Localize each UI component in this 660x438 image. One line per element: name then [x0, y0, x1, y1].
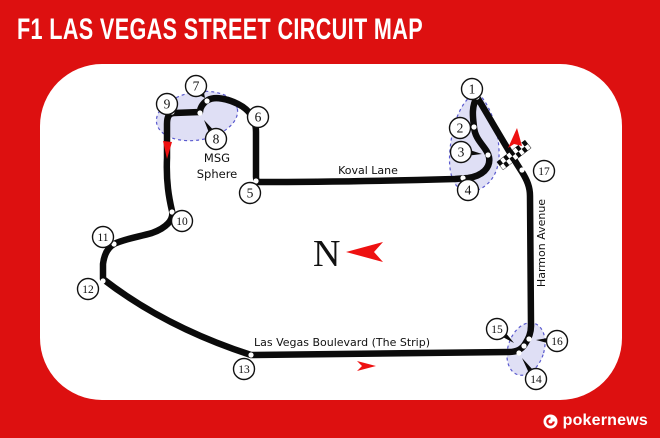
corner-apex-dot [521, 343, 527, 349]
corner-apex-dot [204, 98, 210, 104]
corner-number-label: 7 [193, 79, 200, 94]
corner-marker-3: 3 [449, 140, 491, 164]
corner-number-label: 15 [491, 324, 503, 336]
corner-marker-4: 4 [456, 175, 480, 202]
corner-apex-dot [100, 278, 106, 284]
corner-number-circle [524, 367, 548, 391]
corner-marker-16: 16 [526, 329, 569, 353]
corner-number-circle [448, 116, 472, 140]
corner-number-circle [246, 105, 270, 129]
corner-number-circle [238, 181, 262, 205]
corner-marker-6: 6 [246, 105, 270, 129]
corner-number-label: 10 [176, 216, 188, 228]
corner-leader-icon [204, 120, 213, 132]
landmark-msg-sphere-line1: MSG [204, 151, 230, 165]
page-title: F1 LAS VEGAS STREET CIRCUIT MAP [17, 13, 424, 46]
corner-number-label: 2 [457, 121, 464, 136]
brand-logo-text: pokernews [562, 412, 648, 429]
corner-marker-9: 9 [155, 92, 179, 116]
corner-marker-8: 8 [197, 110, 228, 151]
corner-number-circle [532, 159, 556, 183]
corner-apex-dot [253, 178, 259, 184]
corner-number-label: 12 [82, 284, 94, 296]
corner-marker-1: 1 [460, 77, 484, 101]
corner-number-circle [460, 77, 484, 101]
compass-arrow-icon [346, 242, 383, 262]
corner-number-label: 4 [465, 183, 472, 198]
corner-apex-dot [460, 175, 466, 181]
corner-marker-17: 17 [519, 159, 556, 183]
corner-marker-13: 13 [232, 352, 256, 381]
corner-apex-dot [526, 336, 532, 342]
street-label-strip: Las Vegas Boulevard (The Strip) [254, 336, 430, 349]
corner-apex-dot [111, 241, 117, 247]
corner-apex-dot [519, 167, 525, 173]
corner-leader-icon [536, 338, 548, 343]
corner-number-label: 5 [247, 186, 254, 201]
corner-apex-dot [516, 350, 522, 356]
brand-logo: pokernews [543, 412, 648, 430]
corner-number-label: 9 [164, 97, 171, 112]
start-finish-flag-icon [496, 139, 532, 171]
landmark-msg-sphere-line2: Sphere [197, 167, 238, 181]
direction-arrow-start-icon [508, 128, 522, 148]
corner-marker-2: 2 [448, 116, 477, 140]
corner-number-label: 11 [97, 232, 108, 244]
corner-number-label: 17 [538, 166, 550, 178]
corner-apex-dot [197, 110, 203, 116]
corner-number-label: 6 [255, 110, 262, 125]
corner-marker-12: 12 [76, 277, 106, 301]
direction-arrow-down-icon [163, 141, 172, 159]
corner-leader-icon [503, 333, 514, 343]
corner-apex-dot [485, 152, 491, 158]
corner-apex-dot [169, 209, 175, 215]
corner-number-circle [449, 140, 473, 164]
corner-number-label: 8 [213, 132, 220, 147]
corner-number-circle [545, 329, 569, 353]
corner-number-label: 1 [469, 82, 476, 97]
corner-number-circle [76, 277, 100, 301]
direction-arrow-right-icon [357, 361, 376, 371]
corner-number-label: 14 [530, 374, 542, 386]
corner-marker-11: 11 [91, 225, 117, 249]
zone-turns-14-16 [506, 322, 546, 376]
corner-marker-10: 10 [169, 209, 194, 233]
compass-north-label: N [313, 233, 340, 275]
corner-number-label: 3 [458, 145, 465, 160]
corner-marker-15: 15 [485, 317, 527, 349]
corner-number-circle [155, 92, 179, 116]
corner-leader-icon [522, 358, 533, 373]
corner-marker-7: 7 [184, 74, 210, 104]
corner-leader-icon [470, 150, 482, 156]
corner-marker-14: 14 [516, 350, 548, 391]
corner-number-circle [170, 209, 194, 233]
street-label-harmon: Harmon Avenue [535, 199, 548, 287]
corner-apex-dot [248, 352, 254, 358]
corner-number-label: 16 [551, 336, 563, 348]
corner-apex-dot [471, 124, 477, 130]
street-label-koval: Koval Lane [338, 164, 398, 177]
corner-number-circle [485, 317, 509, 341]
corner-number-circle [232, 357, 256, 381]
pokernews-swirl-icon [543, 414, 558, 428]
corner-marker-5: 5 [238, 178, 262, 205]
corner-number-label: 13 [238, 364, 250, 376]
corner-number-circle [456, 178, 480, 202]
corner-number-circle [204, 127, 228, 151]
corner-number-circle [91, 225, 115, 249]
corner-number-circle [184, 74, 208, 98]
